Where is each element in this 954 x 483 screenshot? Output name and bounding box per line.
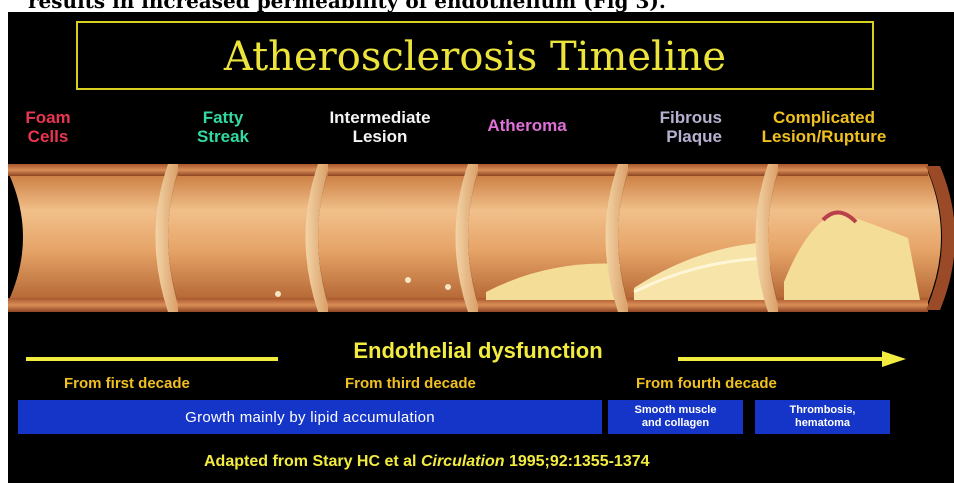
growth-box-lipid: Growth mainly by lipid accumulation xyxy=(18,400,602,434)
stage-label-line1: Complicated xyxy=(724,108,924,127)
decade-label-first: From first decade xyxy=(64,375,190,392)
artery-segment-2 xyxy=(168,164,330,312)
artery-segment-5 xyxy=(618,164,780,312)
citation-suffix: 1995;92:1355-1374 xyxy=(509,453,650,470)
artery-illustration xyxy=(8,142,954,342)
stage-label-fibrous-plaque: Fibrous Plaque xyxy=(622,108,722,146)
artery-segment-3 xyxy=(318,164,480,312)
slide: Atherosclerosis Timeline Foam Cells Fatt… xyxy=(8,12,954,483)
stage-label-line1: Intermediate xyxy=(300,108,460,127)
decade-label-third: From third decade xyxy=(345,375,476,392)
stage-label-line1: Fibrous xyxy=(622,108,722,127)
stage-label-complicated-lesion: Complicated Lesion/Rupture xyxy=(724,108,924,146)
stage-label-atheroma: Atheroma xyxy=(468,116,586,135)
stage-label-intermediate-lesion: Intermediate Lesion xyxy=(300,108,460,146)
growth-box-text: Growth mainly by lipid accumulation xyxy=(185,409,435,426)
caption-text: results in increased permeability of end… xyxy=(28,0,666,12)
growth-box-line1: Smooth muscle xyxy=(635,404,717,417)
growth-box-line2: and collagen xyxy=(635,417,717,430)
stage-label-fatty-streak: Fatty Streak xyxy=(188,108,258,146)
artery-segment-4 xyxy=(468,164,630,312)
stage-label-line1: Atheroma xyxy=(468,116,586,135)
growth-box-line2: hematoma xyxy=(789,417,855,430)
artery-segment-6 xyxy=(768,164,954,312)
citation-prefix: Adapted from Stary HC et al xyxy=(204,453,416,470)
slide-title: Atherosclerosis Timeline xyxy=(78,34,872,80)
artery-segment-1 xyxy=(8,164,180,312)
decade-label-fourth: From fourth decade xyxy=(636,375,777,392)
stage-label-line1: Foam xyxy=(18,108,78,127)
cropped-caption: results in increased permeability of end… xyxy=(0,0,954,12)
growth-box-thrombosis: Thrombosis,hematoma xyxy=(755,400,890,434)
stage-label-line1: Fatty xyxy=(188,108,258,127)
timeline-label: Endothelial dysfunction xyxy=(278,338,678,364)
citation-journal: Circulation xyxy=(421,453,505,470)
growth-box-line1: Thrombosis, xyxy=(789,404,855,417)
title-box: Atherosclerosis Timeline xyxy=(76,21,874,90)
citation: Adapted from Stary HC et al Circulation … xyxy=(204,453,650,471)
stage-label-foam-cells: Foam Cells xyxy=(18,108,78,146)
